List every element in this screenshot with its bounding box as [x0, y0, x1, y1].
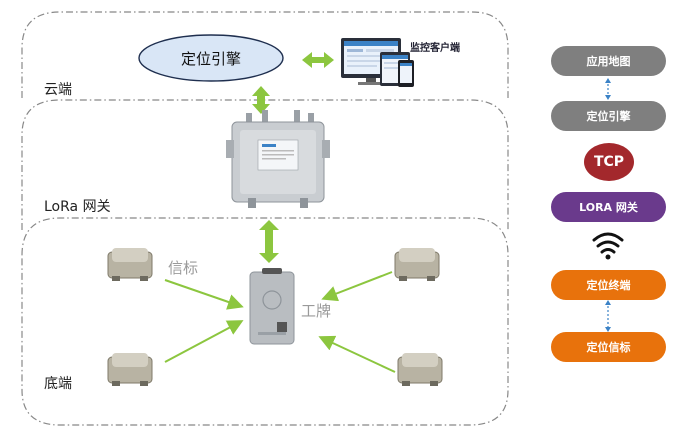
arrow-gateway-badge	[259, 220, 279, 263]
arrow-beacon-2	[164, 320, 244, 363]
zone-label-gateway: LoRa 网关	[44, 199, 111, 215]
monitor-label: 监控客户端	[410, 43, 460, 54]
arrow-beacon-4	[318, 335, 396, 373]
monitor-devices-icon	[341, 38, 414, 87]
badge-label: 工牌	[301, 302, 332, 320]
arrow-beacon-3	[321, 271, 393, 302]
legend-lora-gateway: LORA 网关	[551, 192, 666, 222]
legend-engine: 定位引擎	[551, 101, 666, 131]
legend-tcp: TCP	[584, 143, 634, 181]
wifi-icon	[592, 232, 624, 254]
arrow-engine-gateway	[252, 86, 270, 114]
legend-terminal: 定位终端	[551, 270, 666, 300]
zone-cloud	[21, 11, 509, 98]
legend-app-map: 应用地图	[551, 46, 666, 76]
arrow-engine-monitor	[302, 52, 334, 68]
badge-device-icon	[249, 268, 295, 345]
zone-label-bottom: 底端	[44, 376, 72, 392]
gateway-device-icon	[226, 110, 330, 208]
zone-label-cloud: 云端	[44, 82, 72, 98]
legend-beacon: 定位信标	[551, 332, 666, 362]
beacon-label: 信标	[168, 259, 199, 277]
beacon-device-icon	[107, 353, 153, 386]
zone-bottom	[21, 217, 509, 426]
beacon-device-icon	[107, 248, 153, 281]
engine-ellipse	[138, 34, 284, 82]
beacon-device-icon	[397, 353, 443, 386]
beacon-device-icon	[394, 248, 440, 281]
arrow-beacon-1	[164, 279, 244, 310]
engine-label: 定位引擎	[180, 49, 241, 68]
